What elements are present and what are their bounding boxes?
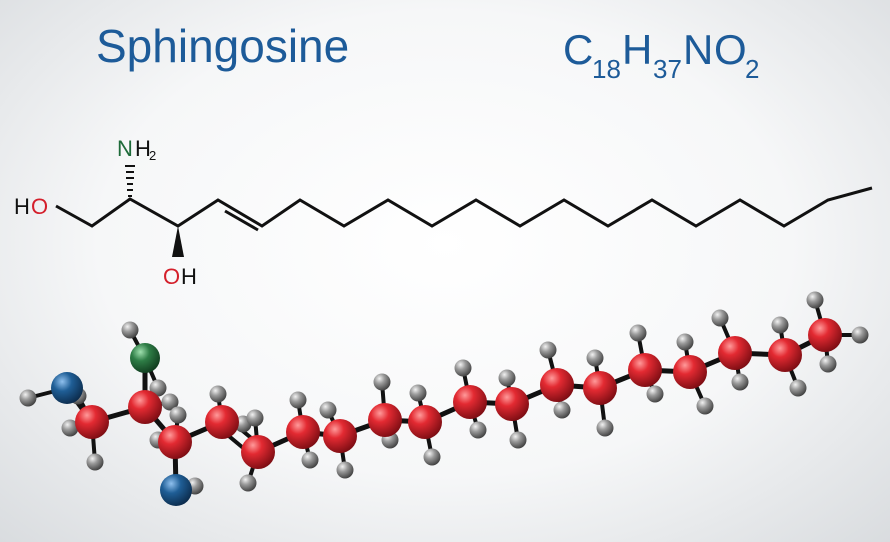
hydrogen-atom <box>423 448 441 466</box>
hydrogen-atom <box>246 409 264 427</box>
carbon-atom <box>205 405 239 439</box>
formula-element: C <box>563 26 593 73</box>
carbon-atom <box>495 387 529 421</box>
compound-name: Sphingosine <box>96 20 349 72</box>
hydrogen-atom <box>498 369 516 387</box>
formula-element: N <box>683 26 713 73</box>
formula-element: O <box>714 26 747 73</box>
carbon-atom <box>128 390 162 424</box>
nh2-h-label: H <box>135 136 151 161</box>
carbon-atom <box>241 435 275 469</box>
hydrogen-atom <box>239 474 257 492</box>
carbon-atom <box>718 336 752 370</box>
ho-h-label: H <box>14 194 30 219</box>
hydrogen-atom <box>711 309 729 327</box>
hydrogen-atom <box>646 385 664 403</box>
hydrogen-atom <box>771 316 789 334</box>
oh-o-label: O <box>163 264 180 289</box>
hydrogen-atom <box>539 341 557 359</box>
ball-and-stick-atoms <box>19 291 869 506</box>
hydrogen-atom <box>851 326 869 344</box>
hydrogen-atom <box>696 397 714 415</box>
nh2-n-label: N <box>117 136 133 161</box>
hydrogen-atom <box>161 393 179 411</box>
hydrogen-atom <box>553 401 571 419</box>
hydrogen-atom <box>731 373 749 391</box>
hydrogen-atom <box>454 359 472 377</box>
hydrogen-atom <box>469 421 487 439</box>
hydrogen-atom <box>676 333 694 351</box>
hydrogen-atom <box>596 419 614 437</box>
hydrogen-atom <box>301 451 319 469</box>
carbon-atom <box>768 338 802 372</box>
ho-o-label: O <box>31 194 48 219</box>
carbon-atom <box>323 419 357 453</box>
oxygen-atom <box>51 372 83 404</box>
carbon-atom <box>408 405 442 439</box>
hydrogen-atom <box>209 385 227 403</box>
hydrogen-atom <box>289 391 307 409</box>
carbon-atom <box>158 425 192 459</box>
carbon-atom <box>75 405 109 439</box>
hydrogen-atom <box>509 431 527 449</box>
hydrogen-atom <box>586 349 604 367</box>
hydrogen-atom <box>86 453 104 471</box>
carbon-atom <box>583 371 617 405</box>
carbon-atom <box>368 403 402 437</box>
nh2-subscript: 2 <box>149 148 156 163</box>
carbon-atom <box>540 368 574 402</box>
double-bond-line <box>224 209 259 232</box>
oh-h-label: H <box>181 264 197 289</box>
hydrogen-atom <box>819 355 837 373</box>
hydrogen-atom <box>149 379 167 397</box>
carbon-atom <box>286 415 320 449</box>
nitrogen-atom <box>130 343 160 373</box>
carbon-atom <box>628 353 662 387</box>
hydrogen-atom <box>19 389 37 407</box>
hydrogen-atom <box>169 406 187 424</box>
hydrogen-atom <box>629 324 647 342</box>
hashed-wedge-bond <box>125 165 135 197</box>
carbon-atom <box>808 318 842 352</box>
hydrogen-atom <box>121 321 139 339</box>
formula-element: H <box>622 26 652 73</box>
hydrogen-atom <box>319 401 337 419</box>
oxygen-atom <box>160 474 192 506</box>
hydrogen-atom <box>373 373 391 391</box>
formula-subscript: 37 <box>653 54 682 84</box>
carbon-chain-bond <box>55 186 873 228</box>
hydrogen-atom <box>789 379 807 397</box>
formula-subscript: 18 <box>592 54 621 84</box>
formula-subscript: 2 <box>745 54 759 84</box>
hydrogen-atom <box>61 419 79 437</box>
carbon-atom <box>453 385 487 419</box>
hydrogen-atom <box>409 384 427 402</box>
hydrogen-atom <box>806 291 824 309</box>
solid-wedge-bond <box>172 226 184 257</box>
hydrogen-atom <box>336 461 354 479</box>
skeletal-structure: H O N H 2 O H <box>14 136 873 289</box>
carbon-atom <box>673 355 707 389</box>
